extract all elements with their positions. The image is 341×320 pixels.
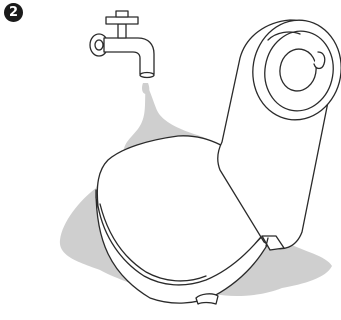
water-tap-icon — [90, 11, 154, 78]
